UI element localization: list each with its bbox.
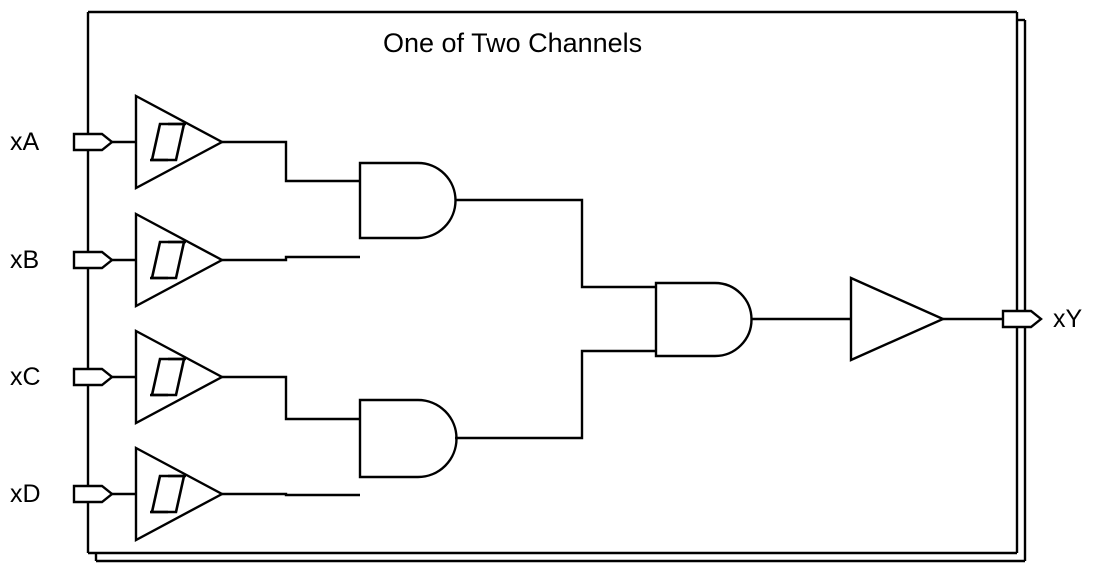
schmitt-buffer-c[interactable] <box>134 328 225 426</box>
input-label-xb: xB <box>10 246 40 274</box>
schmitt-buffer-a[interactable] <box>134 93 225 191</box>
input-pin-xc[interactable] <box>72 367 114 387</box>
wire-buffer-a-to-and-ab <box>222 140 360 183</box>
input-pin-xb[interactable] <box>72 250 114 270</box>
and-gate-out[interactable] <box>654 281 753 358</box>
wire-buffer-b-to-and-ab <box>222 255 360 262</box>
wire-and-cd-to-and-out <box>455 349 656 440</box>
input-label-xa: xA <box>10 128 40 156</box>
input-pin-xa[interactable] <box>72 132 114 152</box>
diagram-title: One of Two Channels <box>383 28 643 58</box>
output-label-xy: xY <box>1053 305 1083 333</box>
output-buffer[interactable] <box>849 276 946 362</box>
schmitt-buffer-d[interactable] <box>134 445 225 543</box>
schmitt-buffer-b[interactable] <box>134 211 225 309</box>
and-gate-ab[interactable] <box>358 161 457 240</box>
wire-and-ab-to-and-out <box>455 198 656 289</box>
output-pin-xy[interactable] <box>1001 309 1043 329</box>
input-pin-xd[interactable] <box>72 484 114 504</box>
input-label-xd: xD <box>10 480 41 508</box>
input-label-xc: xC <box>10 363 41 391</box>
wire-buffer-c-to-and-cd <box>222 375 360 421</box>
and-gate-cd[interactable] <box>358 398 458 479</box>
wire-buffer-d-to-and-cd <box>222 492 360 497</box>
